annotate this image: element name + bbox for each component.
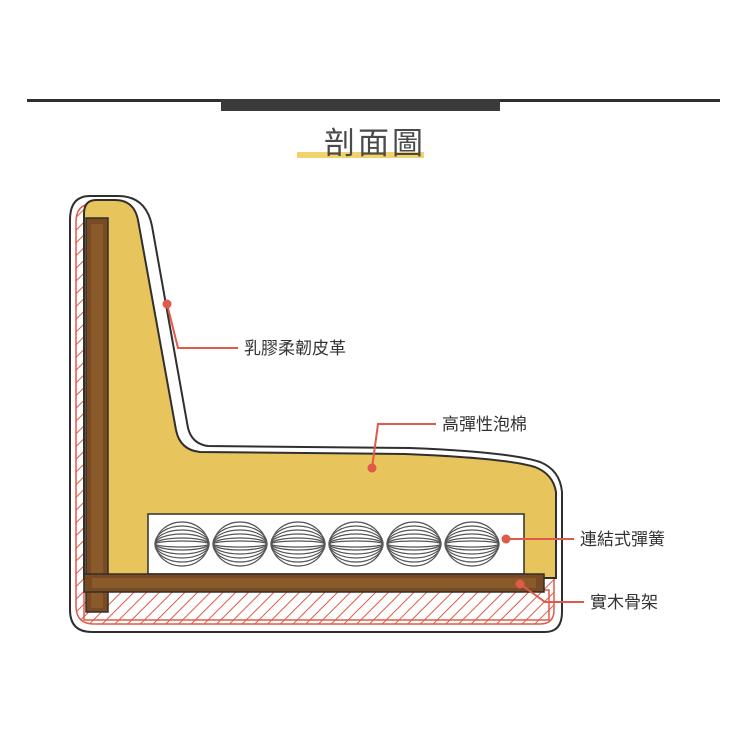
leader-leather [166,303,238,349]
title-highlight [297,152,424,158]
leader-foam [371,423,436,469]
dot-foam [367,463,377,473]
label-spring: 連結式彈簧 [580,530,665,550]
label-foam: 高彈性泡棉 [442,415,527,435]
wood-bottom-rail-inner [92,578,536,588]
leather-foam-body [83,199,557,579]
page-title: 剖面圖 [324,126,426,162]
label-frame: 實木骨架 [590,593,658,613]
label-leather: 乳膠柔韌皮革 [244,339,346,359]
outer-outline [69,195,563,633]
wood-back-post-inner [91,224,103,608]
spring-coils [153,518,501,570]
dot-leather [162,299,172,309]
hatch-bottom [83,589,550,621]
top-divider-bar [221,99,500,111]
dot-frame [515,579,525,589]
dot-spring [501,534,511,544]
leader-frame [519,583,584,603]
